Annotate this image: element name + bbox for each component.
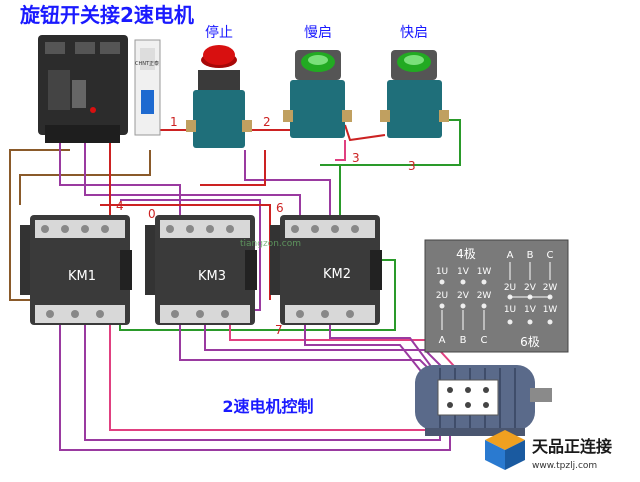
motor-terminal-panel: 4极 A B C 1U 1V 1W 2U 2V 2W 2U 2V 2W 1U 1… xyxy=(424,239,569,353)
panel-r1-1u: 1U xyxy=(436,267,448,277)
breaker-brand: CHNT正泰 xyxy=(135,60,159,67)
wire-number-4: 4 xyxy=(116,199,124,213)
panel-4pole-label: 4极 xyxy=(456,247,476,261)
panel-phase-bottom-b: B xyxy=(460,335,467,346)
panel-r4-1v: 1V xyxy=(524,305,537,315)
wire-number-2: 2 xyxy=(263,115,271,129)
panel-6pole-label: 6极 xyxy=(520,335,540,349)
logo-name: 天品正连接 xyxy=(532,437,612,456)
panel-phase-bottom-a: A xyxy=(439,335,446,346)
panel-phase-top-a: A xyxy=(507,250,514,261)
site-logo: 天品正连接 www.tpzlj.com xyxy=(485,430,612,471)
panel-phase-top-b: B xyxy=(527,250,534,261)
panel-r2-2w: 2W xyxy=(477,291,492,301)
contactor-km3-label: KM3 xyxy=(198,269,226,284)
panel-r4-1w: 1W xyxy=(543,305,558,315)
wire-numbers: 1 2 3 3 4 0 6 7 xyxy=(116,115,416,337)
panel-r3-2u: 2U xyxy=(504,283,516,293)
control-wires xyxy=(9,119,466,451)
miniature-breaker: CHNT正泰 xyxy=(134,39,161,136)
wire-number-6: 6 xyxy=(276,201,284,215)
panel-r1-1v: 1V xyxy=(457,267,470,277)
middle-watermark: tiangzon.com xyxy=(240,239,301,249)
panel-r2-2u: 2U xyxy=(436,291,448,301)
logo-url: www.tpzlj.com xyxy=(532,461,597,471)
panel-r3-2w: 2W xyxy=(543,283,558,293)
contactor-km2-label: KM2 xyxy=(323,267,351,282)
wire-number-3b: 3 xyxy=(408,159,416,173)
wire-number-0: 0 xyxy=(148,207,156,221)
panel-r4-1u: 1U xyxy=(504,305,516,315)
stop-button-label: 停止 xyxy=(205,24,233,41)
wire-number-7: 7 xyxy=(275,323,283,337)
panel-phase-top-c: C xyxy=(547,250,554,261)
slow-start-button[interactable] xyxy=(283,50,352,138)
circuit-breaker xyxy=(38,35,128,143)
panel-r2-2v: 2V xyxy=(457,291,470,301)
wire-number-1: 1 xyxy=(170,115,178,129)
wire-number-3a: 3 xyxy=(352,151,360,165)
panel-r3-2v: 2V xyxy=(524,283,537,293)
motor xyxy=(415,365,552,436)
contactor-km2: KM2 xyxy=(270,215,382,325)
contactor-km1-label: KM1 xyxy=(68,269,96,284)
panel-r1-1w: 1W xyxy=(477,267,492,277)
diagram-title: 旋钮开关接2速电机 xyxy=(19,3,194,27)
diagram-caption: 2速电机控制 xyxy=(222,397,313,416)
slow-button-label: 慢启 xyxy=(304,24,332,41)
fast-start-button[interactable] xyxy=(380,50,449,138)
stop-button[interactable] xyxy=(186,45,252,148)
contactor-km3: KM3 xyxy=(145,215,257,325)
panel-phase-bottom-c: C xyxy=(481,335,488,346)
fast-button-label: 快启 xyxy=(400,25,428,41)
contactor-km1: KM1 xyxy=(20,215,132,325)
